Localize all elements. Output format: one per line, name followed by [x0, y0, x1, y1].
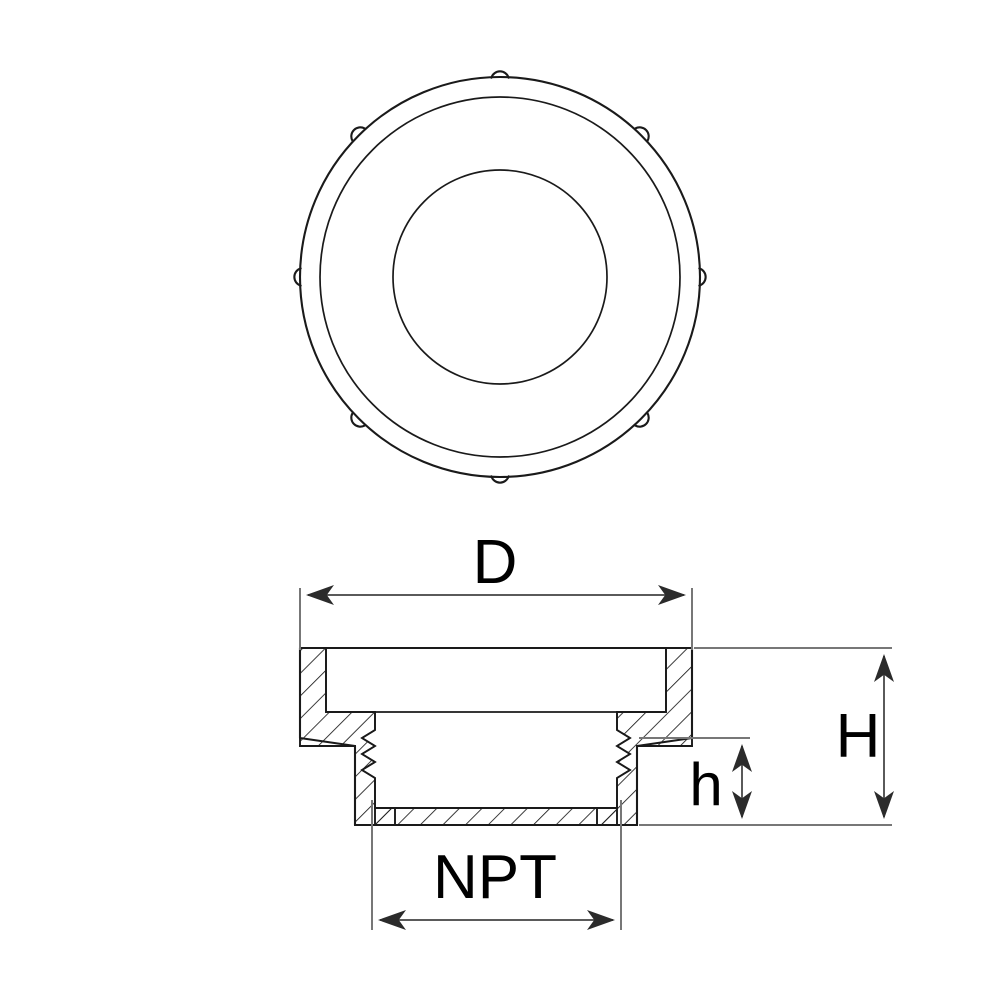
rim-notch-0	[698, 267, 707, 287]
rim-notch-45	[634, 126, 650, 142]
flange-inner-recess	[325, 647, 667, 713]
rim-notch-135	[350, 126, 366, 142]
flange-bottom-left	[298, 744, 357, 827]
rim-notch-225	[350, 412, 366, 428]
flange-left-wall	[298, 646, 357, 748]
rim-notch-270	[490, 475, 510, 484]
section-material-right	[596, 647, 693, 826]
section-material-bottom-web	[374, 807, 618, 826]
flange-bottom-right	[635, 744, 694, 827]
top-view-group	[293, 70, 707, 484]
rim-notch-315	[634, 412, 650, 428]
neck-thread-right	[616, 711, 631, 809]
dimension-h: h	[639, 737, 752, 826]
inner-rim-circle	[319, 96, 681, 458]
outer-rim-circle	[298, 75, 702, 479]
outer-rim-with-notches	[293, 70, 707, 484]
dimension-D-label: D	[473, 528, 518, 597]
rim-notch-group	[293, 70, 707, 484]
section-outlines	[298, 646, 694, 827]
dimension-NPT-label: NPT	[433, 843, 557, 912]
rim-notch-180	[293, 267, 302, 287]
sectioned-material	[299, 647, 693, 826]
neck-thread-left	[361, 711, 376, 809]
dimension-NPT: NPT	[371, 800, 622, 930]
section-material-left	[299, 647, 396, 826]
dimension-H-label: H	[836, 702, 881, 771]
section-view-group	[298, 646, 694, 827]
central-bore-circle	[392, 169, 608, 385]
dimension-D: D	[299, 528, 693, 650]
dimension-h-label: h	[689, 751, 722, 818]
rim-notch-90	[490, 70, 510, 79]
